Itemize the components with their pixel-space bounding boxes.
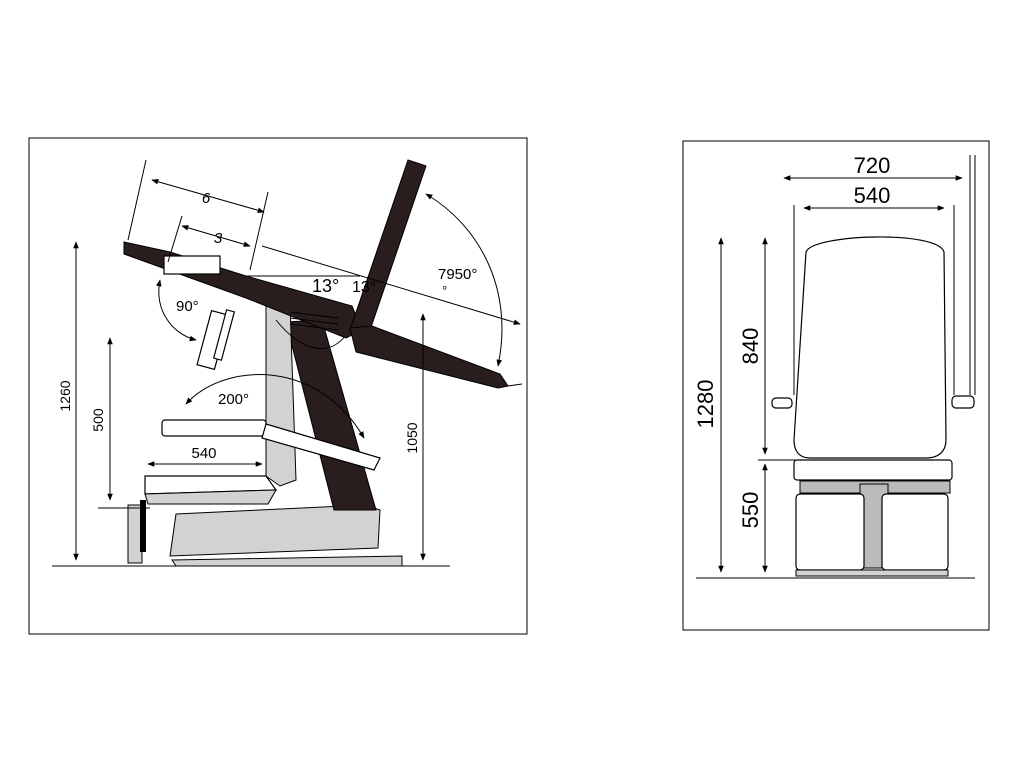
arc-200 (185, 374, 365, 439)
angle-label-backrest-suffix: ° (442, 283, 447, 298)
arc-backrest (425, 193, 503, 367)
front-view: 720 540 1280 840 550 (682, 140, 990, 631)
headrest-pad (163, 255, 221, 275)
front-foot (795, 569, 949, 577)
dim-label-550: 550 (738, 492, 763, 529)
backrest-tip (507, 383, 523, 387)
tilt-panel-inner (212, 309, 236, 361)
dim-line-3 (181, 225, 251, 247)
seat-underside (144, 489, 277, 505)
dim-label-540-side: 540 (191, 445, 216, 462)
front-backrest (793, 236, 947, 459)
armrest-pad (161, 419, 267, 437)
ext-line-3 (167, 215, 183, 263)
angle-label-90: 90° (176, 298, 199, 315)
dim-label-3: 3 (214, 230, 223, 247)
dim-label-1260: 1260 (57, 380, 73, 411)
pivot-ribbing (289, 311, 339, 331)
angle-label-13-left: 13° (312, 276, 339, 296)
dim-label-6: 6 (202, 190, 211, 207)
armrest-left-pad (771, 397, 793, 409)
front-seat (793, 459, 953, 481)
side-view: 6 3 13° 13° 7950° ° 90° 200° 540 1260 50… (28, 137, 528, 635)
ext-line-6a (127, 159, 147, 241)
angle-label-200: 200° (218, 391, 249, 408)
dim-label-720: 720 (854, 153, 891, 178)
dim-label-1280: 1280 (693, 380, 718, 429)
dim-label-840: 840 (738, 328, 763, 365)
front-base-left (795, 493, 865, 571)
backrest-upper (349, 159, 427, 337)
angle-label-13-right: 13° (352, 279, 376, 296)
side-view-frame (28, 137, 528, 635)
angle-label-backrest: 7950° (438, 266, 477, 283)
front-view-frame (682, 140, 990, 631)
arc-90 (156, 279, 197, 342)
dim-label-1050: 1050 (404, 422, 420, 453)
dim-line-6 (151, 179, 265, 213)
column-curve (275, 319, 349, 349)
armrest-right-pad (951, 395, 975, 409)
dim-label-500: 500 (90, 408, 106, 432)
front-base-right (881, 493, 949, 571)
ext-line-6b (249, 191, 269, 271)
backrest-lower (349, 325, 509, 389)
chair-base (127, 500, 403, 567)
dim-label-540-front: 540 (854, 183, 891, 208)
